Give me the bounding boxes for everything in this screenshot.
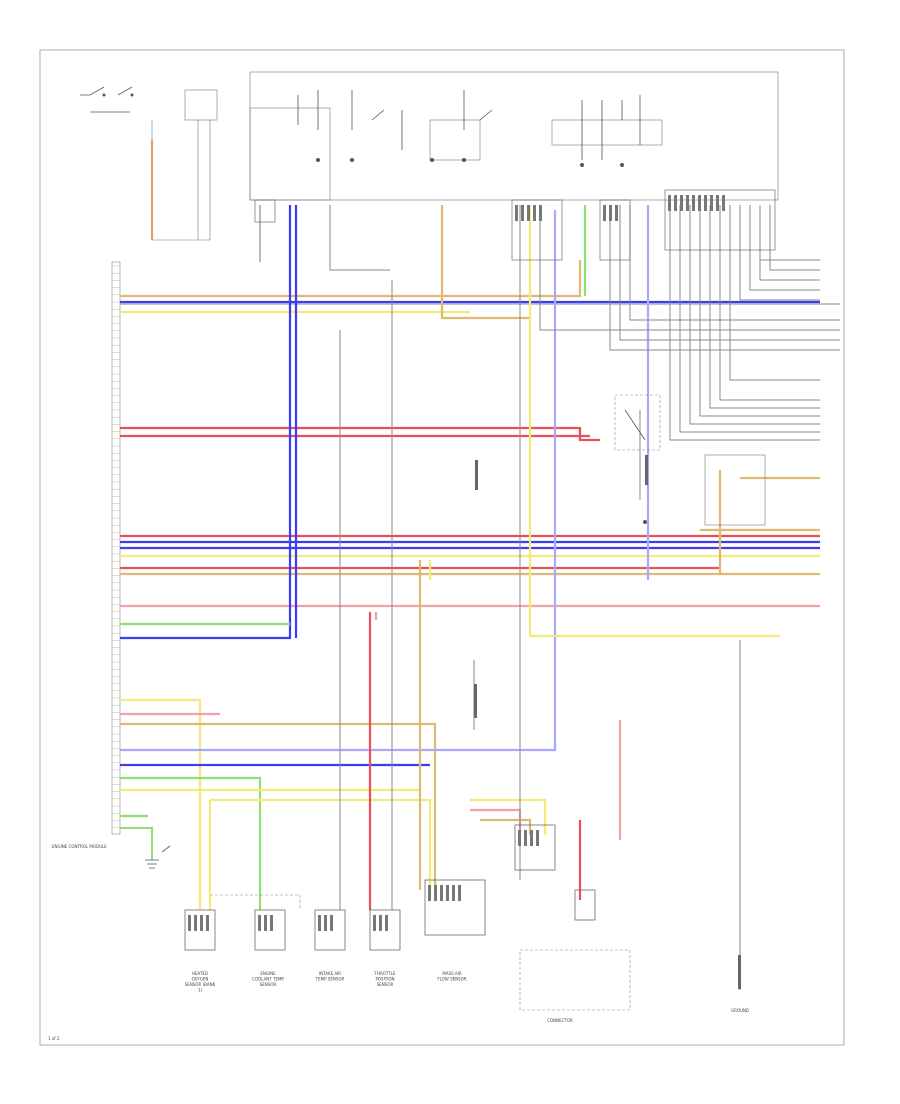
connector-pin [206, 915, 209, 931]
connector-pin [458, 885, 461, 901]
relay-box [249, 71, 779, 201]
connector-pin [188, 915, 191, 931]
top-connectors [254, 189, 776, 261]
connector-pin [722, 195, 725, 211]
ecm-ground [120, 827, 171, 869]
connector-pin [536, 830, 539, 846]
connector-pin [428, 885, 431, 901]
connector-pin [330, 915, 333, 931]
connector-pin [264, 915, 267, 931]
ecm-label-group: ENGINE CONTROL MODULE [52, 844, 107, 849]
connector-pin [530, 830, 533, 846]
connector-pin [680, 195, 683, 211]
connector-pin [446, 885, 449, 901]
connector-pin [518, 830, 521, 846]
connector-pin [373, 915, 376, 931]
connector-pin [692, 195, 695, 211]
pin-stubs [188, 195, 725, 931]
connector-pin [710, 195, 713, 211]
connector-pin [318, 915, 321, 931]
connector-pin [716, 195, 719, 211]
connector-pin [258, 915, 261, 931]
connector-pin [324, 915, 327, 931]
ecm-connector-strip [111, 261, 121, 835]
ecm-label: ENGINE CONTROL MODULE [52, 844, 107, 849]
component-label-c7: GROUND [731, 1008, 749, 1013]
connector-pin [603, 205, 606, 221]
connector-pin [524, 830, 527, 846]
bottom-connectors [184, 824, 631, 1011]
connector-pin [434, 885, 437, 901]
connector-pin [533, 205, 536, 221]
sensor-box-right [614, 394, 766, 526]
connector-pin [615, 205, 618, 221]
connector-pin [609, 205, 612, 221]
connector-pin [200, 915, 203, 931]
connector-pin [698, 195, 701, 211]
connector-pin [515, 205, 518, 221]
bracket [210, 894, 301, 910]
wires [120, 140, 840, 910]
component-label-c6: CONNECTOR [547, 1018, 573, 1023]
connector-pin [270, 915, 273, 931]
connector-pin [194, 915, 197, 931]
connector-pin [674, 195, 677, 211]
ground-markers [474, 455, 741, 989]
connector-pin [686, 195, 689, 211]
connector-pin [668, 195, 671, 211]
connector-pin [539, 205, 542, 221]
connector-pin [385, 915, 388, 931]
connector-pin [440, 885, 443, 901]
ignition-switch [80, 86, 218, 241]
connector-pin [527, 205, 530, 221]
gray-wires [329, 205, 840, 990]
connector-pin [452, 885, 455, 901]
connector-pin [704, 195, 707, 211]
connector-pin [521, 205, 524, 221]
connector-pin [379, 915, 382, 931]
page-frame [39, 49, 845, 1046]
right-harness [669, 205, 820, 441]
page-number: 1 of 2 [48, 1036, 60, 1041]
